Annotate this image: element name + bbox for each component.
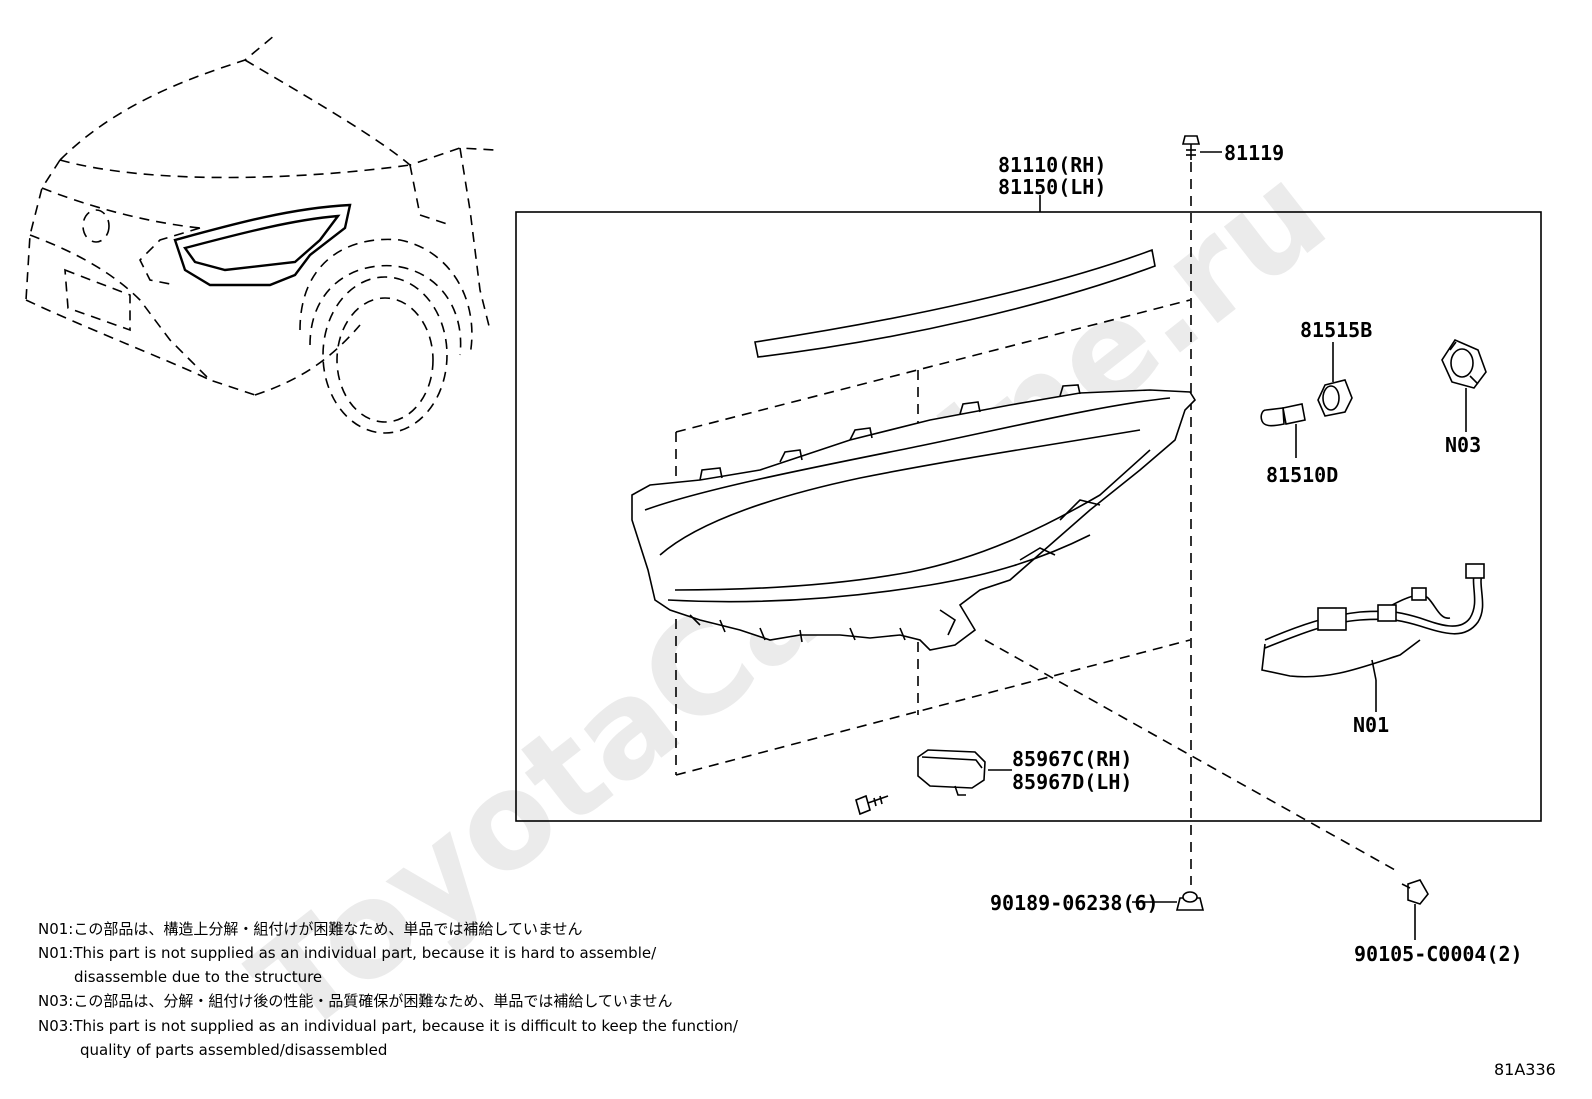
- label-90189-06238: 90189-06238(6): [990, 891, 1159, 915]
- trim-strip: [754, 248, 1156, 358]
- clip-icon: [1401, 879, 1429, 905]
- note-n03-en-line2: quality of parts assembled/disassembled: [80, 1041, 387, 1059]
- note-n01-en-line1: N01:This part is not supplied as an indi…: [38, 944, 657, 962]
- exploded-view-frame: [515, 211, 1542, 822]
- note-n01-jp: N01:この部品は、構造上分解・組付けが困難なため、単品では補給していません: [38, 920, 582, 938]
- bolt-icon: [1175, 891, 1205, 911]
- label-n01: N01: [1353, 713, 1389, 737]
- module-screw-icon: [855, 794, 889, 816]
- bulb-icon: [1260, 403, 1306, 427]
- label-90105-c0004: 90105-C0004(2): [1354, 942, 1523, 966]
- vehicle-headlamp-highlight: [173, 203, 352, 287]
- label-85967c-rh: 85967C(RH): [1012, 747, 1132, 771]
- control-module-icon: [917, 749, 986, 796]
- vehicle-outline: [25, 34, 496, 434]
- label-81515b: 81515B: [1300, 318, 1372, 342]
- label-81150-lh: 81150(LH): [998, 175, 1106, 199]
- leveling-motor-icon: [1441, 338, 1487, 389]
- note-n03-jp: N03:この部品は、分解・組付け後の性能・品質確保が困難なため、単品では補給して…: [38, 992, 672, 1010]
- label-n03: N03: [1445, 433, 1481, 457]
- figure-reference: 81A336: [1494, 1060, 1556, 1079]
- wiring-harness-icon: [1261, 563, 1485, 681]
- bulb-socket-icon: [1317, 379, 1353, 417]
- note-n03-en-line1: N03:This part is not supplied as an indi…: [38, 1017, 739, 1035]
- label-81119: 81119: [1224, 141, 1284, 165]
- headlamp-unit: [631, 384, 1197, 651]
- note-n01-en-line2: disassemble due to the structure: [74, 968, 322, 986]
- label-81510d: 81510D: [1266, 463, 1338, 487]
- screw-icon: [1181, 135, 1201, 160]
- label-85967d-lh: 85967D(LH): [1012, 770, 1132, 794]
- label-81110-rh: 81110(RH): [998, 153, 1106, 177]
